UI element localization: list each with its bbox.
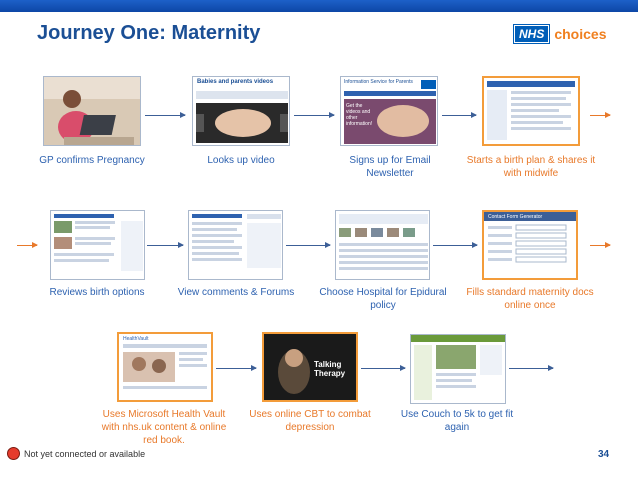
forum-page: [192, 214, 281, 268]
step-caption-birth-options: Reviews birth options: [49, 287, 145, 298]
legend-note: Not yet connected or available: [24, 449, 146, 459]
nhs-logo-box: NHS: [512, 24, 551, 44]
page-number: 34: [598, 449, 610, 460]
page-title: Journey One: Maternity: [37, 22, 261, 44]
flow-arrow-continue: [17, 242, 38, 248]
video-player: [196, 91, 288, 143]
newsletter-tagline: Get the videos and other information!: [346, 103, 373, 127]
top-banner: [0, 0, 638, 12]
thumb-video: Babies and parents videos: [192, 76, 290, 146]
flow-arrow: [147, 242, 184, 248]
step-caption-couch-to-5k: Use Couch to 5k to get fit again: [400, 409, 514, 433]
step-caption-newsletter: Signs up for Email Newsletter: [349, 155, 431, 179]
cbt-video-frame: [264, 334, 356, 400]
couch-to-5k-page: [411, 335, 505, 400]
form-generator-title: Contact Form Generator: [488, 214, 543, 220]
thumb-birth-options: [50, 210, 145, 280]
thumb-newsletter: Information Service for Parents Get the …: [340, 76, 438, 146]
step-caption-maternity-docs: Fills standard maternity docs online onc…: [466, 287, 594, 311]
video-page-title: Babies and parents videos: [197, 79, 274, 85]
step-caption-cbt: Uses online CBT to combat depression: [249, 409, 371, 433]
step-caption-health-vault: Uses Microsoft Health Vault with nhs.uk …: [101, 409, 227, 446]
thumb-birth-plan: [482, 76, 580, 146]
newsletter-banner: [344, 80, 436, 144]
choices-wordmark: choices: [554, 26, 607, 42]
talking-therapy-title: Talking Therapy: [314, 360, 346, 378]
thumb-health-vault: HealthVault: [117, 332, 213, 402]
flow-arrow-continue: [590, 242, 611, 248]
flow-arrow: [145, 112, 186, 118]
flow-arrow-continue: [590, 112, 611, 118]
maternity-form-page: [484, 212, 576, 263]
flow-arrow: [509, 365, 554, 371]
health-vault-brand: HealthVault: [123, 336, 149, 342]
step-caption-forums: View comments & Forums: [177, 287, 295, 298]
newsletter-title: Information Service for Parents: [344, 79, 413, 85]
flow-arrow: [216, 365, 257, 371]
thumb-comments-forums: [188, 210, 283, 280]
status-legend-dot: [7, 447, 20, 460]
flow-arrow: [286, 242, 331, 248]
step-caption-gp: GP confirms Pregnancy: [39, 155, 145, 166]
nhs-choices-logo: NHS choices: [512, 24, 607, 44]
flow-arrow: [433, 242, 478, 248]
thumb-maternity-docs: Contact Form Generator: [482, 210, 578, 280]
thumb-couch-to-5k: [410, 334, 506, 404]
flow-arrow: [442, 112, 477, 118]
birth-plan-page: [487, 81, 575, 140]
pregnant-woman-photo: [44, 77, 140, 145]
hospital-compare-page: [339, 214, 428, 270]
step-caption-hospital: Choose Hospital for Epidural policy: [319, 287, 447, 311]
step-caption-video: Looks up video: [207, 155, 275, 166]
birth-options-page: [54, 214, 143, 271]
thumb-online-cbt: Talking Therapy: [262, 332, 358, 402]
health-vault-page: [123, 344, 207, 389]
thumb-gp-pregnancy: [43, 76, 141, 146]
step-caption-birth-plan: Starts a birth plan & shares it with mid…: [466, 155, 596, 179]
thumb-choose-hospital: [335, 210, 430, 280]
flow-arrow: [294, 112, 335, 118]
flow-arrow: [361, 365, 406, 371]
